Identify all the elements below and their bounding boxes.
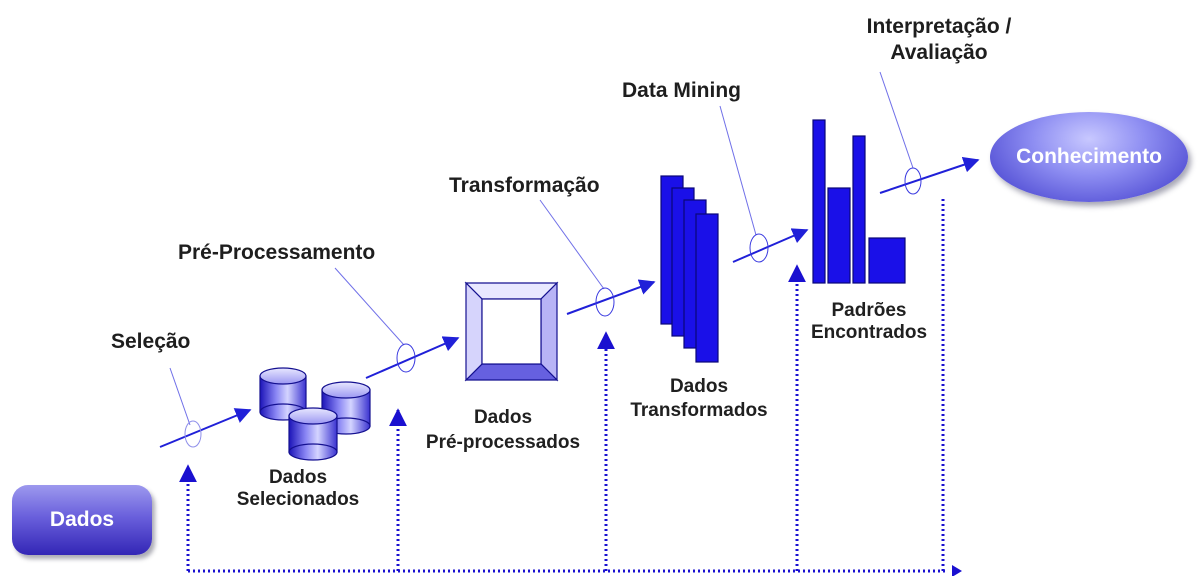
- arrow-datamining: [732, 228, 809, 263]
- arrow-preprocessamento: [365, 336, 460, 379]
- arrow-transformacao: [566, 279, 656, 315]
- step-label-datamining: Data Mining: [622, 79, 741, 102]
- stage-label-preprocessados-line2: Pré-processados: [425, 432, 581, 453]
- ring-selecao: [184, 420, 202, 448]
- cylinder-back-left: [259, 367, 307, 421]
- conhecimento-output-node: Conhecimento: [990, 112, 1188, 202]
- step-label-interpretacao-line2: Avaliação: [890, 41, 988, 64]
- stage-label-selecionados: Dados Selecionados: [228, 467, 368, 511]
- stage-label-preprocessados: Dados Pré-processados: [408, 405, 598, 455]
- conhecimento-output-label: Conhecimento: [1016, 145, 1162, 168]
- arrow-interpretacao: [879, 157, 980, 194]
- step-rings: [184, 167, 922, 448]
- stage-label-selecionados-line2: Selecionados: [236, 489, 360, 510]
- stage-label-padroes-line1: Padrões: [831, 300, 907, 321]
- stage-label-transformados-line2: Transformados: [630, 400, 768, 421]
- step-arrows: [159, 157, 980, 448]
- dados-input-node: Dados: [12, 485, 152, 555]
- cylinder-front: [288, 407, 338, 461]
- transformed-stack-icon: [660, 175, 719, 363]
- database-cylinders-icon: [259, 367, 371, 461]
- preprocessed-frame-icon: [464, 281, 559, 382]
- stage-label-padroes: Padrões Encontrados: [794, 300, 944, 344]
- stage-label-selecionados-line1: Dados: [268, 467, 328, 488]
- feedback-loop-lines: [179, 198, 948, 573]
- stage-label-transformados: Dados Transformados: [614, 375, 784, 423]
- feedback-arrowhead: [952, 565, 962, 576]
- stage-label-preprocessados-line1: Dados: [473, 407, 533, 428]
- dados-input-label: Dados: [49, 508, 115, 531]
- stage-label-transformados-line1: Dados: [669, 376, 729, 397]
- step-label-selecao: Seleção: [111, 330, 191, 353]
- step-label-transformacao: Transformação: [449, 174, 600, 197]
- patterns-bars-icon: [812, 119, 906, 284]
- label-pointer-lines: [169, 71, 914, 426]
- stage-label-padroes-line2: Encontrados: [810, 322, 928, 343]
- step-label-preprocessamento: Pré-Processamento: [178, 241, 376, 264]
- step-label-interpretacao: Interpretação / Avaliação: [842, 14, 1036, 66]
- arrow-selecao: [159, 408, 252, 448]
- step-label-interpretacao-line1: Interpretação /: [866, 15, 1012, 38]
